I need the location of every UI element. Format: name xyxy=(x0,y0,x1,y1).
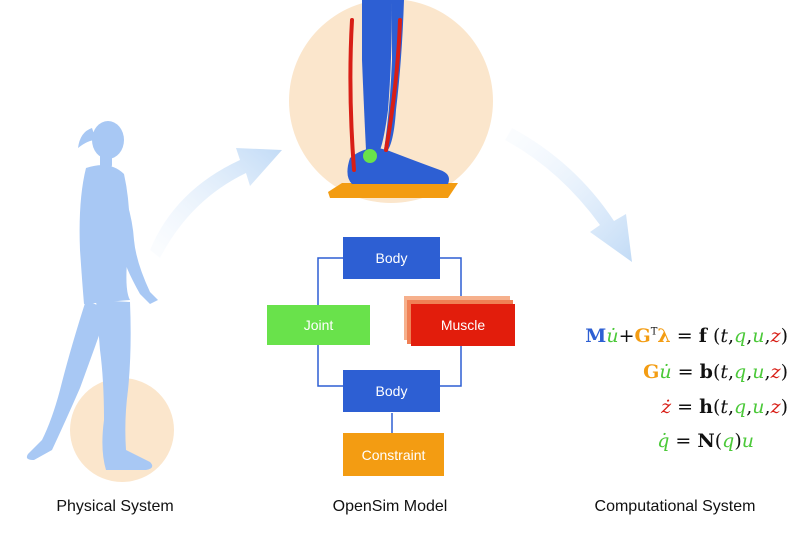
muscle-label: Muscle xyxy=(440,317,486,333)
caption-opensim-model: OpenSim Model xyxy=(332,498,448,515)
constraint-block: Constraint xyxy=(343,433,444,476)
caption-computational-system: Computational System xyxy=(594,498,756,515)
walking-person-icon xyxy=(26,121,174,482)
leg-model-icon xyxy=(289,0,493,203)
body-block-bottom: Body xyxy=(343,370,440,412)
equation-2: Gu̇ = b(t,q,u,z) xyxy=(643,361,788,383)
muscle-block: Muscle xyxy=(411,304,515,346)
equation-4: q̇ = N(q)u xyxy=(657,430,754,452)
curved-arrow-icon xyxy=(505,128,632,262)
body-label: Body xyxy=(375,383,408,399)
joint-label: Joint xyxy=(303,317,334,333)
body-label: Body xyxy=(375,250,408,266)
curved-arrow-icon xyxy=(150,148,282,258)
body-block-top: Body xyxy=(343,237,440,279)
joint-block: Joint xyxy=(267,305,370,345)
constraint-label: Constraint xyxy=(361,446,426,463)
caption-physical-system: Physical System xyxy=(56,498,174,515)
model-connector-lines xyxy=(317,257,462,433)
equation-3: ż = h(t,q,u,z) xyxy=(661,396,788,418)
equation-1: Mu̇+GTλ = f (t,q,u,z) xyxy=(585,325,788,347)
